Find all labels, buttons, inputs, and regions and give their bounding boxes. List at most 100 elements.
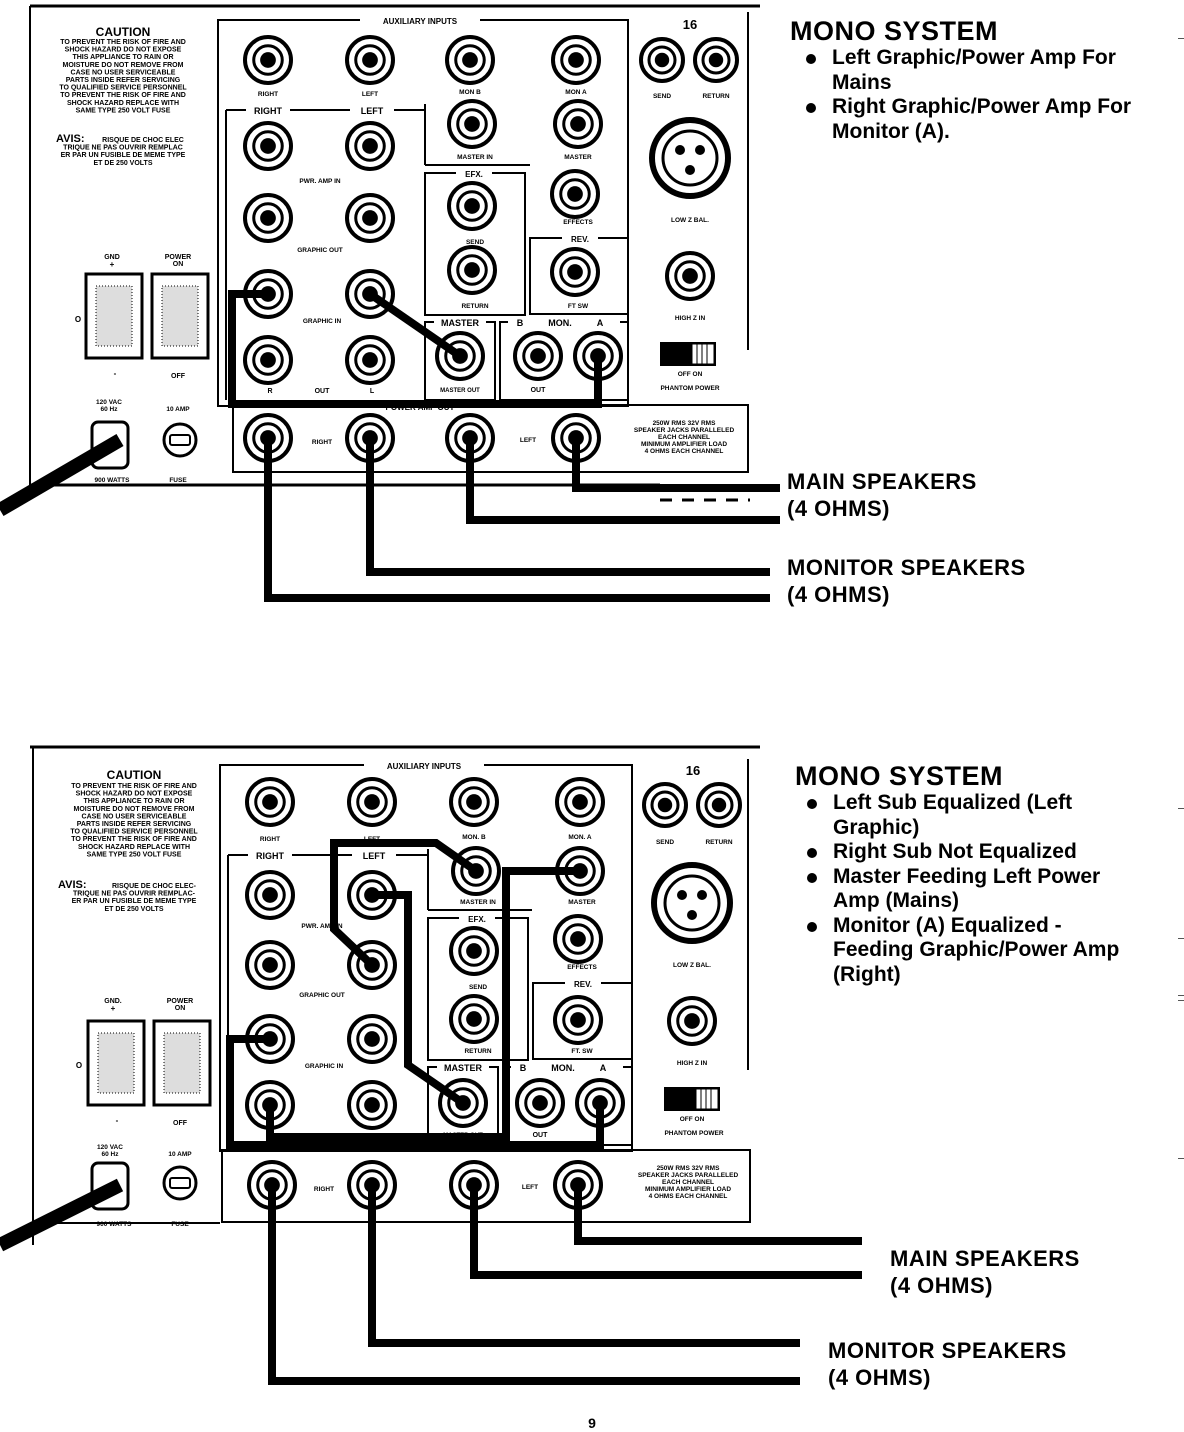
graphic-in-left-jack[interactable] [347, 1014, 397, 1064]
out-l-jack[interactable] [347, 1080, 397, 1130]
mon-out-label: OUT [533, 1132, 549, 1139]
ch-send-jack[interactable] [642, 782, 688, 828]
fuse-holder[interactable] [162, 422, 198, 458]
efx-label: EFX. [468, 915, 486, 924]
xlr-input-jack[interactable] [649, 117, 731, 199]
pwr-amp-in-left-jack[interactable] [345, 121, 395, 171]
right-group-label: RIGHT [254, 106, 283, 116]
efx-return-jack[interactable] [449, 994, 499, 1044]
aux-right-jack[interactable] [243, 35, 293, 85]
text-line: ET DE 250 VOLTS [94, 160, 153, 167]
xlr-input-jack[interactable] [651, 862, 733, 944]
phantom-power-switch[interactable] [660, 342, 716, 366]
master-jack[interactable] [553, 99, 603, 149]
ch-send-label: SEND [656, 839, 674, 846]
caution-heading: CAUTION [96, 25, 151, 39]
phantom-power-label: PHANTOM POWER [664, 1130, 723, 1137]
effects-jack[interactable] [550, 169, 600, 219]
graphic-out-label: GRAPHIC OUT [299, 992, 345, 999]
bullet-icon [806, 54, 816, 64]
cable-graphic-in-right-to-mon-a-out [226, 1035, 604, 1149]
graphic-out-right-jack[interactable] [243, 193, 293, 243]
efx-send-jack[interactable] [449, 926, 499, 976]
text-line: CASE NO USER SERVICEABLE [71, 69, 176, 76]
aux-right-jack[interactable] [245, 777, 295, 827]
avis-word: AVIS: [58, 879, 87, 891]
power-switch[interactable] [150, 272, 210, 360]
amp-label: 10 AMP [166, 406, 190, 413]
pwr-amp-in-right-jack[interactable] [243, 121, 293, 171]
pwr-amp-in-right-jack[interactable] [245, 870, 295, 920]
ch-return-jack[interactable] [693, 37, 739, 83]
mon-a-jack[interactable] [551, 35, 601, 85]
master-in-label: MASTER IN [457, 154, 493, 161]
out-r-jack[interactable] [243, 335, 293, 385]
mon-b-out-jack[interactable] [513, 331, 563, 381]
phantom-power-switch[interactable] [664, 1087, 720, 1111]
pa-right-label: RIGHT [314, 1186, 334, 1193]
mon-a-jack[interactable] [555, 777, 605, 827]
power-amp-out-box [221, 1149, 751, 1223]
text-line: MOISTURE DO NOT REMOVE FROM [74, 806, 195, 813]
ft-sw-jack[interactable] [553, 995, 603, 1045]
side-note: Right Graphic/Power Amp For Monitor (A). [796, 95, 1176, 144]
ch-return-jack[interactable] [696, 782, 742, 828]
graphic-out-left-jack[interactable] [345, 193, 395, 243]
ft-sw-label: FT. SW [571, 1048, 593, 1055]
avis-word: AVIS: [56, 133, 85, 145]
send-label: SEND [469, 984, 487, 991]
mon-b-jack[interactable] [445, 35, 495, 85]
out-r-jack[interactable] [245, 1080, 295, 1130]
gnd-label: GND [104, 254, 120, 261]
text-line: 250W RMS 32V RMS [653, 420, 717, 427]
master-in-jack[interactable] [447, 99, 497, 149]
power-on-label: POWER [165, 254, 191, 261]
aux-left-jack[interactable] [347, 777, 397, 827]
efx-return-jack[interactable] [447, 245, 497, 295]
text-line: TO QUALIFIED SERVICE PERSONNEL [70, 829, 198, 836]
main-cable-1 [466, 438, 780, 524]
aux-left-jack[interactable] [345, 35, 395, 85]
out-r-label: R [267, 388, 272, 395]
ground-switch[interactable] [84, 272, 144, 360]
watts-label: 900 WATTS [95, 477, 131, 484]
text-line: 250W RMS 32V RMS [657, 1165, 721, 1172]
effects-jack[interactable] [553, 914, 603, 964]
pwr-amp-in-label: PWR. AMP IN [299, 178, 340, 185]
text-line: THIS APPLIANCE TO RAIN OR [72, 54, 173, 61]
ground-switch[interactable] [86, 1019, 146, 1107]
text-line: SPEAKER JACKS PARALLELED [634, 427, 735, 434]
ch-send-jack[interactable] [639, 37, 685, 83]
out-l-jack[interactable] [345, 335, 395, 385]
fuse-holder[interactable] [162, 1165, 198, 1201]
rev-label: REV. [574, 980, 592, 989]
power-on-label-2: ON [173, 261, 184, 268]
graphic-in-label: GRAPHIC IN [305, 1063, 344, 1070]
power-cord [0, 1178, 124, 1252]
text-line: PARTS INSIDE REFER SERVICING [66, 77, 181, 84]
text-line: MOISTURE DO NOT REMOVE FROM [63, 62, 184, 69]
mon-a-out-jack[interactable] [573, 331, 623, 381]
text-line: TRIQUE NE PAS OUVRIR REMPLAC- [73, 891, 196, 898]
ft-sw-label: FT SW [568, 303, 589, 310]
text-line: EACH CHANNEL [658, 434, 710, 441]
patch-cables [228, 290, 780, 602]
efx-send-jack[interactable] [447, 181, 497, 231]
mon-b-out-jack[interactable] [515, 1078, 565, 1128]
b-label: B [517, 318, 524, 328]
high-z-jack[interactable] [667, 996, 717, 1046]
ft-sw-jack[interactable] [550, 247, 600, 297]
power-on-label-2: ON [175, 1005, 186, 1012]
high-z-jack[interactable] [665, 251, 715, 301]
left-group-label: LEFT [363, 851, 386, 861]
ch-return-label: RETURN [705, 839, 732, 846]
mon-b-jack[interactable] [449, 777, 499, 827]
off-on-label: OFF ON [678, 371, 703, 378]
graphic-out-right-jack[interactable] [245, 940, 295, 990]
amp-label: 10 AMP [168, 1151, 192, 1158]
power-switch[interactable] [152, 1019, 212, 1107]
text-line: SHOCK HAZARD DO NOT EXPOSE [65, 47, 182, 54]
b-label: B [520, 1063, 527, 1073]
